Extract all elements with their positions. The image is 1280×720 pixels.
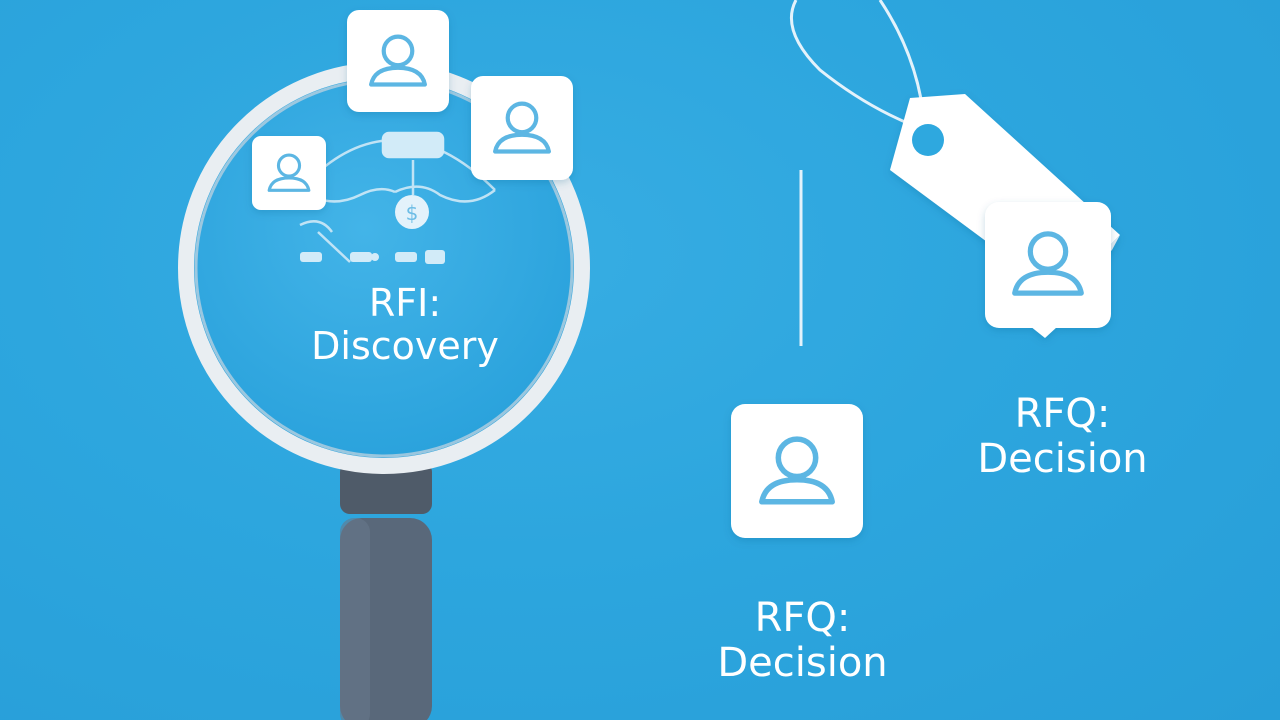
rfi-label-line1: RFI: (368, 281, 442, 325)
user-card-icon (731, 404, 863, 538)
rfq-bottom-line1: RFQ: (754, 595, 851, 641)
lens-network-sketch (299, 131, 496, 264)
rfq-bottom-line2: Decision (717, 639, 888, 686)
user-card-icon (252, 136, 326, 210)
coin-symbol: $ (406, 201, 419, 225)
magnifier-handle (340, 462, 432, 720)
rfq-right-line1: RFQ: (1014, 391, 1111, 437)
rfq-decision-label-right: RFQ: Decision (930, 392, 1195, 482)
user-card-icon (985, 202, 1111, 338)
user-card-icon (471, 76, 573, 180)
rfi-discovery-label: RFI: Discovery (255, 282, 555, 367)
dollar-coin-icon: $ (395, 195, 429, 229)
rfi-label-line2: Discovery (311, 323, 499, 368)
user-card-icon (347, 10, 449, 112)
rfq-right-line2: Decision (977, 435, 1148, 482)
rfq-decision-label-bottom: RFQ: Decision (680, 596, 925, 686)
